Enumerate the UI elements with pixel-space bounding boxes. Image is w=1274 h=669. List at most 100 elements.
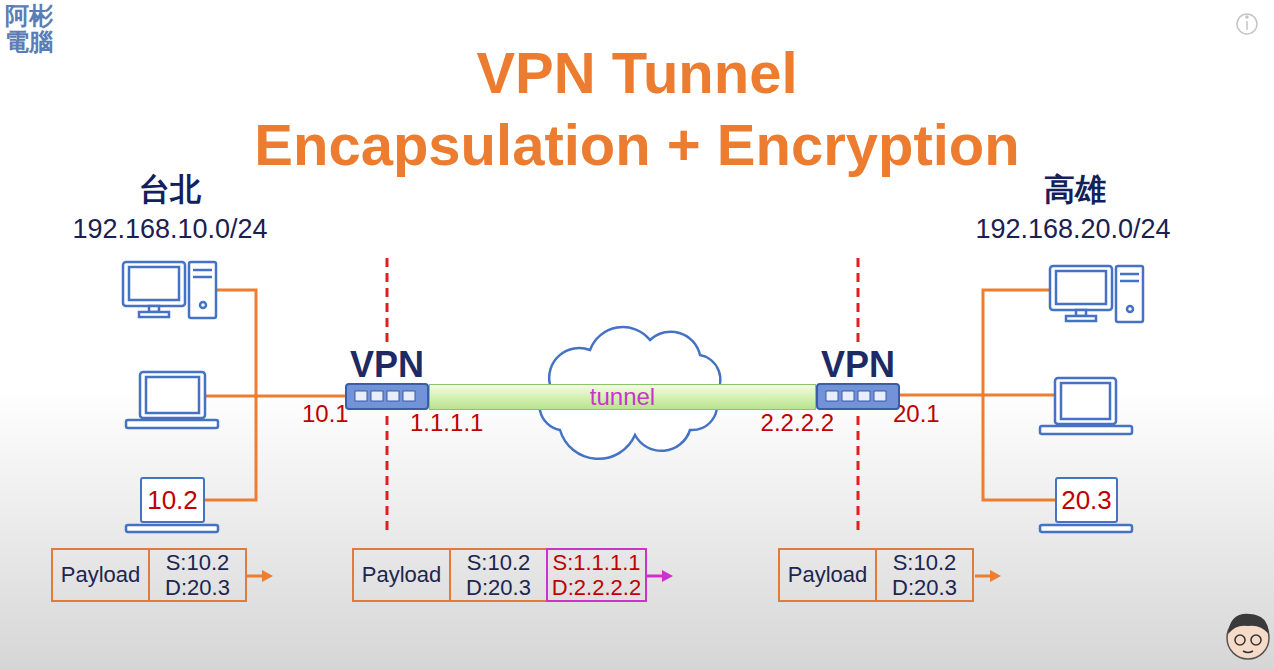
- desktop-icon: [1076, 310, 1086, 316]
- desktop-icon: [1127, 306, 1133, 312]
- desktop-icon: [1050, 266, 1143, 322]
- lan-wire: [205, 290, 1055, 398]
- subnet-label: 192.168.20.0/24: [975, 214, 1170, 245]
- router-icon: [346, 384, 428, 409]
- subnet-label: 192.168.10.0/24: [72, 214, 267, 245]
- boundary-line: [857, 258, 860, 342]
- packet-field: S:10.2 D:20.3: [152, 550, 243, 601]
- router-icon: [816, 383, 900, 410]
- desktop-icon: [123, 262, 185, 306]
- device-name: VPN: [821, 347, 895, 383]
- router-port: [842, 391, 854, 401]
- header-cell: S:10.2 D:20.3: [148, 548, 247, 602]
- router-holder: [345, 383, 429, 410]
- ip-label: 10.1: [302, 400, 349, 428]
- tunnel-label: tunnel: [590, 385, 655, 409]
- packet-arrow: [647, 575, 664, 578]
- watermark: 阿彬電腦: [5, 3, 53, 56]
- info-icon: [1246, 16, 1248, 18]
- vpn-gateway: VPN: [345, 347, 429, 410]
- lan-wire: [216, 290, 256, 398]
- lan-wire: [205, 395, 256, 398]
- ip-label: 20.1: [893, 400, 940, 428]
- laptop-screen: 10.2: [140, 477, 205, 523]
- laptop-base: [126, 525, 218, 532]
- desktop-icon: [189, 262, 216, 318]
- desktop-icon: [193, 276, 212, 279]
- laptop-icon: [146, 377, 199, 413]
- laptop-base: [126, 525, 1132, 532]
- title-text: VPN Tunnel: [0, 40, 1274, 107]
- payload-cell: Payload: [352, 548, 451, 602]
- desktop-icon: [123, 262, 216, 318]
- laptop-icon: [1061, 383, 1110, 419]
- laptop-screen: 20.3: [1055, 477, 1118, 523]
- desktop-icon: [1066, 316, 1096, 321]
- ip-label: 1.1.1.1: [410, 409, 483, 437]
- packet-field: S:1.1.1.1 D:2.2.2.2: [550, 550, 643, 601]
- avatar-icon: [1227, 617, 1269, 659]
- laptop-base: [1040, 525, 1132, 532]
- router-port: [858, 391, 870, 401]
- avatar-icon: [1243, 651, 1253, 653]
- router-port: [355, 391, 367, 401]
- tunnel-bar: tunnel: [429, 384, 816, 410]
- router-icon: [817, 384, 899, 409]
- desktop-icon: [1120, 273, 1139, 276]
- packet-field: S:10.2 D:20.3: [879, 550, 970, 601]
- desktop-icon: [149, 306, 159, 312]
- boundary-line: [857, 416, 860, 530]
- avatar-icon: [1227, 614, 1269, 659]
- outer-header-cell: S:1.1.1.1 D:2.2.2.2: [546, 548, 647, 602]
- lan-wire: [983, 394, 1055, 397]
- packet-field: Payload: [61, 562, 141, 587]
- laptop-icon: [1055, 378, 1116, 424]
- lan-wire: [983, 290, 1050, 397]
- avatar-icon: [1235, 635, 1245, 645]
- info-icon: [1237, 14, 1257, 34]
- laptop-icon: [140, 372, 205, 418]
- packet-field: Payload: [362, 562, 442, 587]
- info-icon: [1246, 21, 1248, 30]
- boundary-line: [387, 258, 858, 530]
- router-port: [387, 391, 399, 401]
- payload-cell: Payload: [51, 548, 150, 602]
- info-icon: [1237, 14, 1257, 34]
- packet-field: Payload: [788, 562, 868, 587]
- router-holder: [816, 383, 900, 410]
- desktop-icon: [1056, 271, 1106, 304]
- packet-field: S:10.2 D:20.3: [453, 550, 544, 601]
- laptop-icon: [126, 420, 218, 428]
- header-cell: S:10.2 D:20.3: [449, 548, 548, 602]
- desktop-icon: [193, 269, 212, 272]
- packet-arrow: [247, 575, 264, 578]
- desktop-icon: [200, 302, 206, 308]
- laptop-icon: [1040, 426, 1132, 434]
- packet-arrow: [262, 570, 273, 582]
- laptop-icon: [126, 372, 1132, 434]
- router-port: [403, 391, 415, 401]
- subtitle-text: Encapsulation + Encryption: [254, 112, 1019, 179]
- router-port: [371, 391, 383, 401]
- site-name: 高雄: [1044, 172, 1106, 208]
- payload-cell: Payload: [778, 548, 877, 602]
- boundary-line: [386, 416, 389, 530]
- router-port: [826, 391, 838, 401]
- boundary-line: [386, 258, 389, 342]
- device-name: VPN: [350, 347, 424, 383]
- avatar-icon: [1228, 614, 1269, 634]
- avatar-icon: [1251, 635, 1261, 645]
- packet-arrow: [975, 575, 992, 578]
- ip-label: 2.2.2.2: [761, 409, 834, 437]
- site-name: 台北: [139, 172, 201, 208]
- host-address: 20.3: [1061, 487, 1112, 513]
- router-port: [874, 391, 886, 401]
- header-cell: S:10.2 D:20.3: [875, 548, 974, 602]
- desktop-icon: [129, 267, 179, 300]
- packet-arrow: [662, 570, 673, 582]
- packet-arrow: [990, 570, 1001, 582]
- desktop-icon: [1120, 280, 1139, 283]
- router-icon: [345, 383, 429, 410]
- desktop-icon: [139, 312, 169, 317]
